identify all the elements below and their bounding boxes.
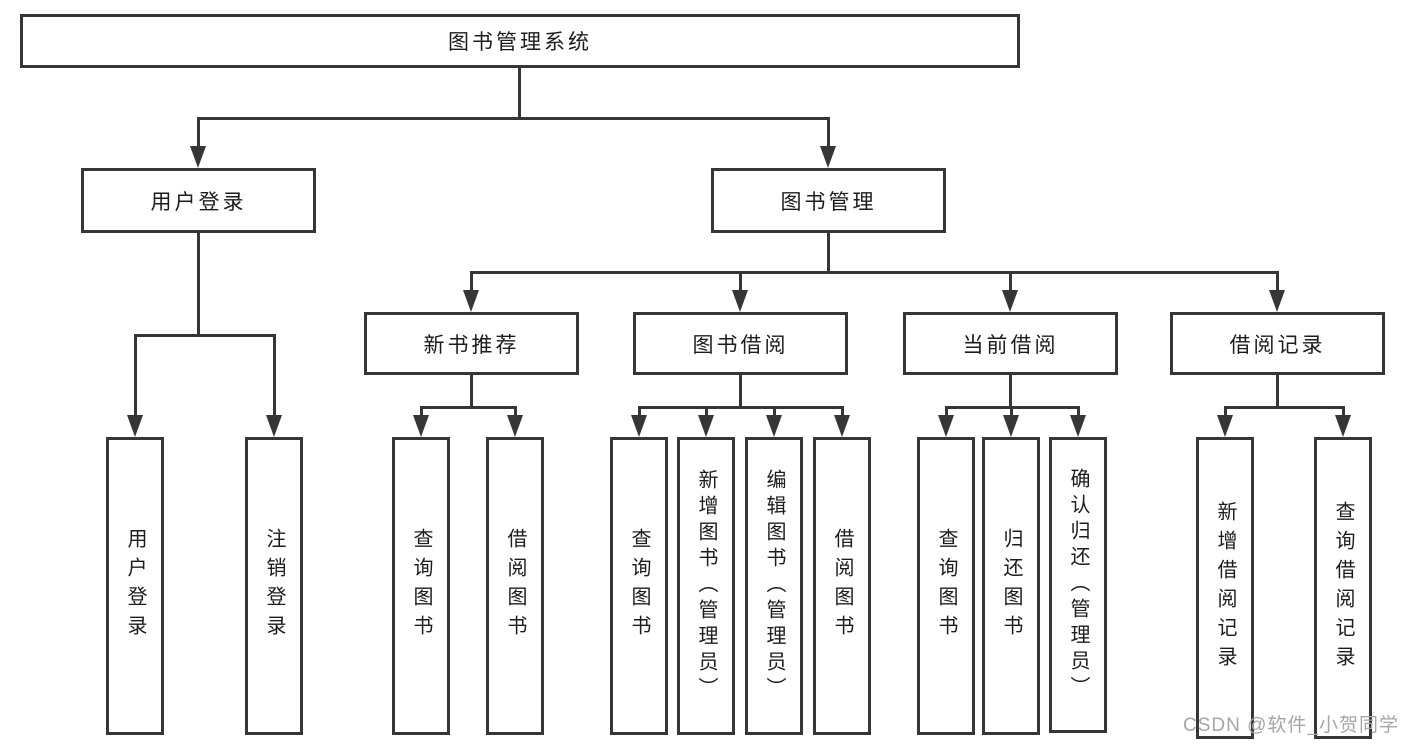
connector-book-stem (827, 233, 830, 273)
connector-to-book-mgmt (827, 117, 830, 155)
arrowhead-icon (698, 415, 714, 437)
arrowhead-icon (1335, 415, 1351, 437)
arrowhead-icon (820, 146, 836, 168)
node-book-borrow-label: 图书借阅 (692, 333, 789, 357)
arrowhead-icon (507, 415, 523, 437)
arrowhead-icon (631, 415, 647, 437)
arrowhead-icon (938, 415, 954, 437)
node-new-book-recommend: 新书推荐 (364, 312, 579, 375)
arrowhead-icon (766, 415, 782, 437)
node-new-book-recommend-label: 新书推荐 (423, 333, 520, 357)
leaf-query-borrow-record-label: 查询借阅记录 (1332, 501, 1354, 675)
connector-newbooks-stem (470, 375, 473, 409)
connector-bookborrow-stem (739, 375, 742, 409)
arrowhead-icon (834, 415, 850, 437)
arrowhead-icon (1269, 290, 1285, 312)
leaf-query-books-borrow: 查询图书 (610, 437, 668, 735)
node-book-management-label: 图书管理 (780, 190, 877, 214)
arrowhead-icon (1003, 415, 1019, 437)
connector-root-stem (518, 68, 521, 118)
arrowhead-icon (413, 415, 429, 437)
arrowhead-icon (266, 415, 282, 437)
connector-to-leaf (134, 334, 137, 424)
node-root: 图书管理系统 (20, 14, 1020, 68)
leaf-add-book-admin: 新增图书（管理员） (677, 437, 735, 735)
arrowhead-icon (1217, 415, 1233, 437)
arrowhead-icon (1070, 415, 1086, 437)
leaf-edit-book-admin: 编辑图书（管理员） (745, 437, 803, 735)
leaf-query-books-current: 查询图书 (917, 437, 975, 735)
leaf-borrow-books: 借阅图书 (813, 437, 871, 735)
arrowhead-icon (127, 415, 143, 437)
node-borrow-records-label: 借阅记录 (1229, 333, 1326, 357)
node-root-label: 图书管理系统 (448, 31, 592, 54)
leaf-logout-label: 注销登录 (263, 528, 285, 644)
leaf-return-book: 归还图书 (982, 437, 1040, 735)
leaf-add-borrow-record-label: 新增借阅记录 (1214, 501, 1236, 675)
connector-to-new-books (470, 271, 473, 296)
leaf-query-books-recommend: 查询图书 (392, 437, 450, 735)
connector-to-borrow-records (1276, 271, 1279, 296)
node-book-management: 图书管理 (711, 168, 946, 233)
connector-records-bar (1224, 406, 1344, 409)
node-book-borrow: 图书借阅 (633, 312, 848, 375)
leaf-user-login-label: 用户登录 (124, 528, 146, 644)
leaf-query-books-current-label: 查询图书 (935, 528, 957, 644)
connector-newbooks-bar (420, 406, 516, 409)
arrowhead-icon (1002, 290, 1018, 312)
watermark-text: CSDN @软件_小贺同学 (1183, 715, 1399, 736)
leaf-query-books-borrow-label: 查询图书 (628, 528, 650, 644)
leaf-return-book-label: 归还图书 (1000, 528, 1022, 644)
leaf-query-borrow-record: 查询借阅记录 (1314, 437, 1372, 739)
leaf-borrow-books-label: 借阅图书 (831, 528, 853, 644)
leaf-add-borrow-record: 新增借阅记录 (1196, 437, 1254, 739)
leaf-logout: 注销登录 (245, 437, 303, 735)
connector-to-user-login (197, 117, 200, 155)
node-user-login-label: 用户登录 (150, 190, 247, 214)
arrowhead-icon (190, 146, 206, 168)
leaf-confirm-return-admin: 确认归还（管理员） (1049, 437, 1107, 733)
node-current-borrow: 当前借阅 (903, 312, 1118, 375)
connector-to-book-borrow (739, 271, 742, 296)
leaf-edit-book-admin-label: 编辑图书（管理员） (763, 469, 785, 703)
node-borrow-records: 借阅记录 (1170, 312, 1385, 375)
leaf-borrow-books-recommend-label: 借阅图书 (504, 528, 526, 644)
connector-to-current-borrow (1009, 271, 1012, 296)
arrowhead-icon (463, 290, 479, 312)
connector-currentborrow-stem (1009, 375, 1012, 409)
node-user-login: 用户登录 (81, 168, 316, 233)
leaf-add-book-admin-label: 新增图书（管理员） (695, 469, 717, 703)
connector-user-bar (134, 334, 275, 337)
connector-root-bar (197, 117, 830, 120)
connector-user-stem (197, 233, 200, 336)
connector-to-leaf (273, 334, 276, 424)
connector-records-stem (1276, 375, 1279, 409)
leaf-user-login: 用户登录 (106, 437, 164, 735)
arrowhead-icon (732, 290, 748, 312)
connector-bookborrow-bar (638, 406, 843, 409)
leaf-borrow-books-recommend: 借阅图书 (486, 437, 544, 735)
node-current-borrow-label: 当前借阅 (962, 333, 1059, 357)
connector-book-bar (470, 271, 1279, 274)
leaf-confirm-return-admin-label: 确认归还（管理员） (1067, 468, 1089, 702)
leaf-query-books-recommend-label: 查询图书 (410, 528, 432, 644)
